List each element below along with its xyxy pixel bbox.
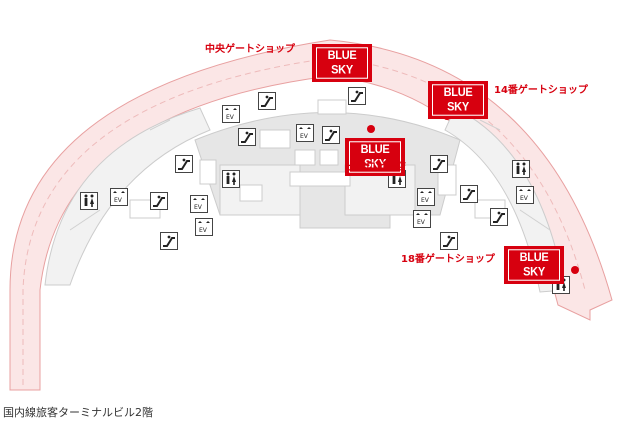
escalator-icon xyxy=(348,87,366,105)
escalator-icon xyxy=(150,192,168,210)
elevator-icon: EV xyxy=(195,218,213,236)
marker-departure-lobby xyxy=(367,125,375,133)
west-wing xyxy=(44,107,211,286)
restroom-icon xyxy=(222,170,240,188)
svg-text:EV: EV xyxy=(114,197,123,204)
svg-text:EV: EV xyxy=(520,195,529,202)
restroom-icon xyxy=(80,192,98,210)
svg-text:EV: EV xyxy=(300,133,309,140)
shop-label-gate14[interactable]: 14番ゲートショップ xyxy=(494,85,588,96)
escalator-icon xyxy=(460,185,478,203)
interior-rooms xyxy=(129,99,506,219)
escalator-icon xyxy=(175,155,193,173)
escalator-icon xyxy=(440,232,458,250)
elevator-icon: EV xyxy=(110,188,128,206)
svg-text:EV: EV xyxy=(226,114,235,121)
shop-label-gate18[interactable]: 18番ゲートショップ xyxy=(401,254,495,265)
escalator-icon xyxy=(490,208,508,226)
elevator-icon: EV xyxy=(222,105,240,123)
shop-label-departure-lobby[interactable]: 出発ロビー店 xyxy=(346,162,406,173)
elevator-icon: EV xyxy=(516,186,534,204)
elevator-icon: EV xyxy=(190,195,208,213)
blue-sky-logo: BLUE SKY xyxy=(504,246,564,284)
elevator-icon: EV xyxy=(413,210,431,228)
restroom-icon xyxy=(512,160,530,178)
elevator-icon: EV xyxy=(417,188,435,206)
escalator-icon xyxy=(238,128,256,146)
blue-sky-logo: BLUE SKY xyxy=(345,138,405,176)
escalator-icon xyxy=(322,126,340,144)
blue-sky-logo: BLUE SKY xyxy=(312,44,372,82)
elevator-icon: EV xyxy=(296,124,314,142)
blue-sky-logo: BLUE SKY xyxy=(428,81,488,119)
floor-caption: 国内線旅客ターミナルビル2階 xyxy=(3,406,153,419)
escalator-icon xyxy=(160,232,178,250)
shop-label-central-gate[interactable]: 中央ゲートショップ xyxy=(205,44,295,55)
svg-text:EV: EV xyxy=(199,227,208,234)
svg-text:EV: EV xyxy=(421,197,430,204)
escalator-icon xyxy=(258,92,276,110)
svg-text:EV: EV xyxy=(417,219,426,226)
dividers xyxy=(69,119,551,231)
marker-gate18 xyxy=(571,266,579,274)
svg-text:EV: EV xyxy=(194,204,203,211)
escalator-icon xyxy=(430,155,448,173)
